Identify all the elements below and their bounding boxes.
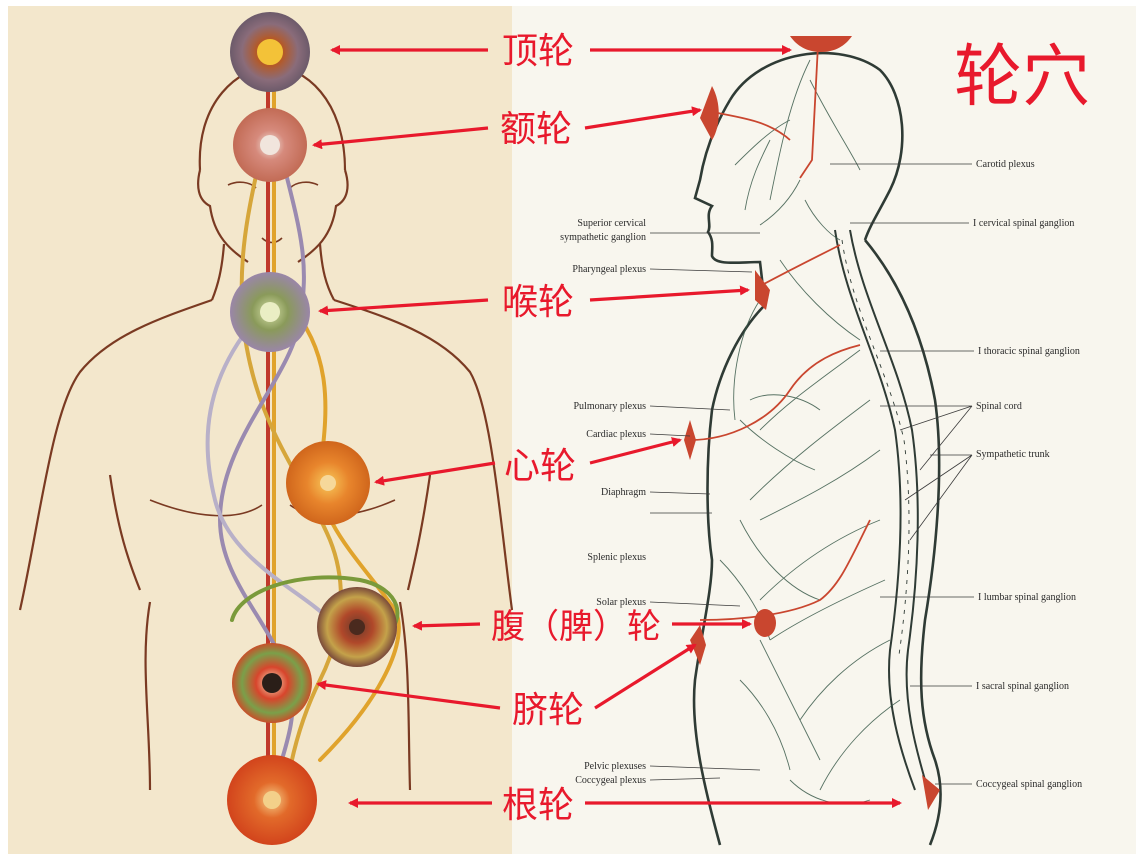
plexus-label: Pharyngeal plexus — [572, 264, 646, 275]
plexus-label: sympathetic ganglion — [560, 232, 646, 243]
chakra-label-brow: 额轮 — [500, 109, 572, 150]
plexus-label: I cervical spinal ganglion — [973, 218, 1074, 229]
chakra-brow — [233, 108, 307, 182]
chakra-label-navel: 脐轮 — [512, 690, 584, 731]
plexus-label: Spinal cord — [976, 401, 1022, 412]
plexus-label: Sympathetic trunk — [976, 449, 1050, 460]
plexus-label: Coccygeal spinal ganglion — [976, 779, 1082, 790]
chakra-navel — [232, 643, 312, 723]
plexus-label: Diaphragm — [601, 487, 646, 498]
plexus-label: I lumbar spinal ganglion — [978, 592, 1076, 603]
chakra-crown — [230, 12, 310, 92]
page-title: 轮穴 — [954, 38, 1090, 117]
chakra-root — [227, 755, 317, 845]
plexus-label: Cardiac plexus — [586, 429, 646, 440]
chakra-label-solar: 腹（脾）轮 — [491, 607, 661, 647]
chakra-throat — [230, 272, 310, 352]
plexus-label: Carotid plexus — [976, 159, 1035, 170]
chakra-label-root: 根轮 — [502, 785, 574, 826]
plexus-label: Coccygeal plexus — [575, 775, 646, 786]
chakra-label-throat: 喉轮 — [502, 282, 574, 323]
chakra-solar — [317, 587, 397, 667]
plexus-label: I sacral spinal ganglion — [976, 681, 1069, 692]
plexus-label: Superior cervical — [577, 218, 646, 229]
plexus-label: Splenic plexus — [587, 552, 646, 563]
plexus-label: Pelvic plexuses — [584, 761, 646, 772]
chakra-label-crown: 顶轮 — [502, 31, 574, 72]
chakra-heart — [286, 441, 370, 525]
chakra-label-heart: 心轮 — [504, 446, 576, 487]
plexus-label: Pulmonary plexus — [574, 401, 647, 412]
plexus-label: I thoracic spinal ganglion — [978, 346, 1080, 357]
